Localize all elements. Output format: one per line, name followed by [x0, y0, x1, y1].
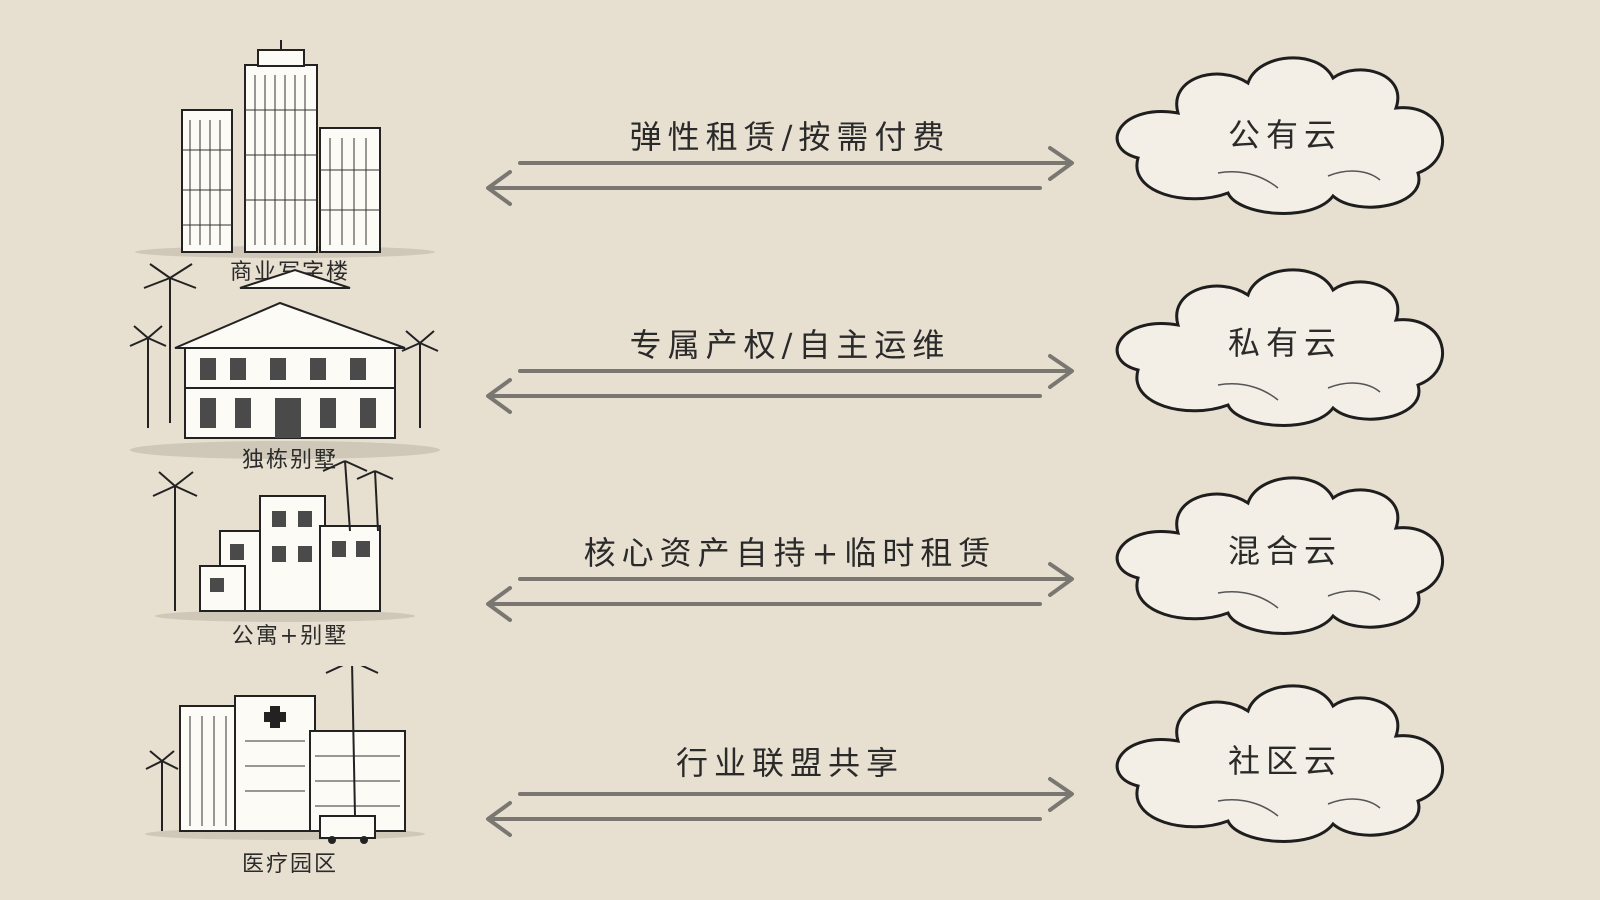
building-label: 医疗园区 [241, 852, 338, 877]
cloud-label: 公有云 [1227, 116, 1342, 154]
hospital-campus-icon [120, 666, 450, 886]
diagram-row-4: 医疗园区 行业联盟共享 社区云 [0, 666, 1600, 886]
office-tower-icon [120, 40, 450, 260]
building-label: 独栋别墅 [241, 448, 338, 473]
relation-label: 弹性租赁/按需付费 [629, 118, 951, 156]
cloud-label: 混合云 [1227, 532, 1342, 570]
bidirectional-arrow [480, 143, 1100, 213]
cloud-shape [1108, 48, 1458, 218]
villa-icon [120, 248, 450, 468]
diagram-row-1: 商业写字楼 弹性租赁/按需付费 公有云 [0, 40, 1600, 285]
cloud-shape [1108, 676, 1458, 846]
cloud-shape [1108, 468, 1458, 638]
diagram-row-3: 公寓+别墅 核心资产自持+临时租赁 混合云 [0, 456, 1600, 676]
relation-label: 专属产权/自主运维 [629, 326, 951, 364]
building-label: 公寓+别墅 [231, 624, 349, 649]
relation-label: 行业联盟共享 [675, 744, 904, 782]
bidirectional-arrow [480, 559, 1100, 629]
cloud-label: 私有云 [1227, 324, 1342, 362]
bidirectional-arrow [480, 351, 1100, 421]
apartment-villa-icon [120, 456, 450, 676]
cloud-shape [1108, 260, 1458, 430]
relation-label: 核心资产自持+临时租赁 [583, 534, 997, 572]
bidirectional-arrow [480, 774, 1100, 844]
diagram-row-2: 独栋别墅 专属产权/自主运维 私有云 [0, 248, 1600, 473]
cloud-label: 社区云 [1227, 742, 1342, 780]
